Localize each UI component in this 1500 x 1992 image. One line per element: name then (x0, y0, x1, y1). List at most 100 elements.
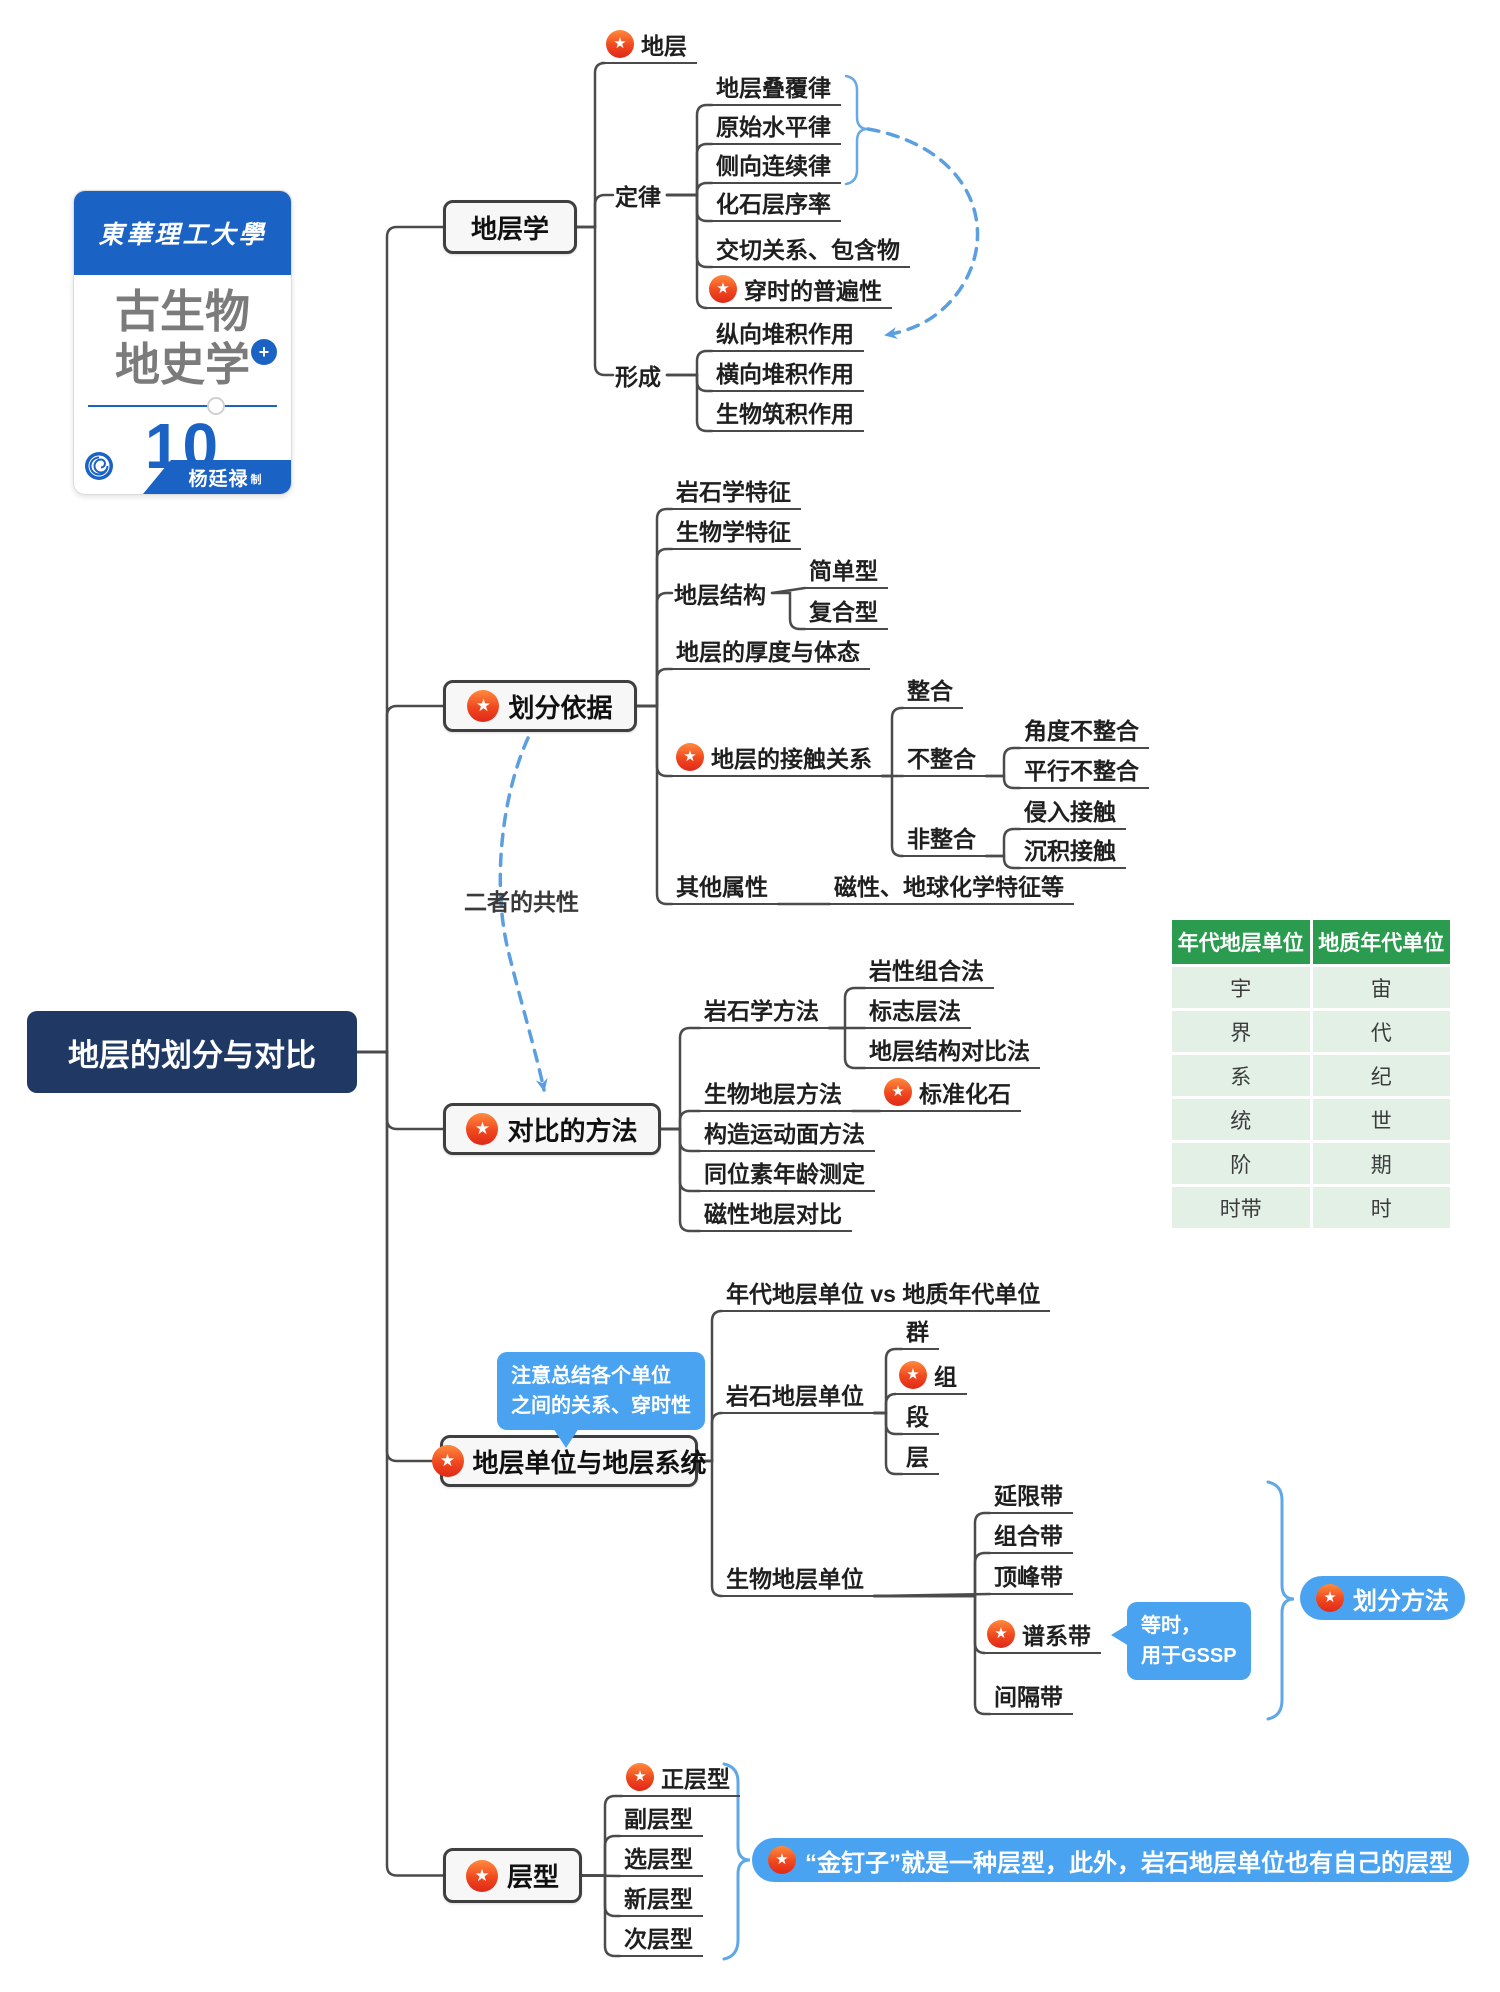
label-formation[interactable]: 形成 (615, 364, 661, 390)
root-node[interactable]: 地层的划分与对比 (27, 1011, 357, 1093)
leaf-law-original-horizontality[interactable]: 原始水平律 (712, 109, 841, 145)
leaf-lateral-accretion[interactable]: 横向堆积作用 (712, 356, 864, 392)
leaf-isotope-dating[interactable]: 同位素年龄测定 (700, 1156, 875, 1192)
branch-connector (659, 1109, 702, 1131)
label-laws[interactable]: 定律 (615, 184, 661, 210)
leaf-law-superposition[interactable]: 地层叠覆律 (712, 70, 841, 106)
table-cell: 阶 (1172, 1143, 1310, 1184)
leaf-thickness-shape[interactable]: 地层的厚度与体态 (672, 634, 870, 670)
leaf-acme-zone[interactable]: 顶峰带 (990, 1559, 1073, 1595)
leaf-formation-unit[interactable]: 组 (895, 1359, 967, 1395)
branch-connector (355, 704, 445, 1054)
callout-isochronous-note[interactable]: 等时， 用于GSSP (1111, 1602, 1251, 1680)
node-division-basis[interactable]: 划分依据 (443, 680, 637, 732)
leaf-chrono-vs-geochron[interactable]: 年代地层单位 vs 地质年代单位 (722, 1276, 1051, 1312)
branch-connector (872, 1347, 904, 1415)
leaf-nonconformity[interactable]: 非整合 (903, 821, 986, 857)
leaf-biologic-features[interactable]: 生物学特征 (672, 514, 801, 550)
leaf-angular-unconformity[interactable]: 角度不整合 (1020, 713, 1149, 749)
leaf-composite-type[interactable]: 复合型 (805, 594, 888, 630)
branch-connector (635, 591, 674, 708)
leaf-lithologic-features[interactable]: 岩石学特征 (672, 474, 801, 510)
callout-units-note[interactable]: 注意总结各个单位 之间的关系、穿时性 (497, 1352, 705, 1448)
star-icon (431, 1445, 464, 1477)
node-correlation-methods[interactable]: 对比的方法 (443, 1103, 661, 1155)
star-icon (709, 275, 737, 303)
branch-connector (635, 704, 674, 906)
branch-connector (696, 1459, 724, 1598)
star-icon (626, 1763, 654, 1791)
node-stratotype[interactable]: 层型 (443, 1848, 582, 1903)
leaf-diachronism[interactable]: 穿时的普遍性 (705, 273, 892, 309)
star-icon (676, 743, 704, 771)
star-icon (465, 1859, 498, 1892)
leaf-index-fossil[interactable]: 标准化石 (880, 1076, 1021, 1112)
leaf-member-unit[interactable]: 段 (902, 1399, 939, 1435)
leaf-lithostrat-unit[interactable]: 岩石地层单位 (722, 1378, 874, 1414)
leaf-unconformity[interactable]: 不整合 (903, 741, 986, 777)
leaf-lineage-zone[interactable]: 谱系带 (983, 1618, 1101, 1654)
branch-connector (880, 706, 905, 778)
node-label: 层型 (506, 1862, 559, 1892)
leaf-biologic-buildup[interactable]: 生物筑积作用 (712, 396, 864, 432)
branch-connector (665, 193, 708, 310)
table-cell: 宇 (1172, 967, 1310, 1008)
leaf-intrusive-contact[interactable]: 侵入接触 (1020, 794, 1126, 830)
branch-connector (659, 1127, 702, 1233)
unit-comparison-table: 年代地层单位 地质年代单位 宇 宙 界 代 系 纪 统 世 阶 期 时带 时 (1172, 920, 1450, 1228)
pill-golden-spike-note[interactable]: “金钉子”就是一种层型，此外，岩石地层单位也有自己的层型 (752, 1838, 1469, 1882)
star-icon (1316, 1584, 1344, 1612)
branch-connector (635, 667, 674, 708)
leaf-hypostratotype[interactable]: 次层型 (620, 1921, 703, 1957)
branch-connector (665, 193, 714, 269)
node-stratigraphy[interactable]: 地层学 (443, 200, 577, 254)
leaf-neostratotype[interactable]: 新层型 (620, 1881, 703, 1917)
star-icon (899, 1361, 927, 1389)
leaf-assemblage-zone[interactable]: 组合带 (990, 1518, 1073, 1554)
leaf-tectonic-surface-method[interactable]: 构造运动面方法 (700, 1116, 875, 1152)
leaf-lithologic-assemblage[interactable]: 岩性组合法 (865, 953, 994, 989)
leaf-magnetostratigraphy[interactable]: 磁性地层对比 (700, 1196, 852, 1232)
branch-connector (580, 1874, 622, 1918)
branch-connector (355, 225, 445, 1054)
leaf-conformity[interactable]: 整合 (903, 673, 963, 709)
leaf-law-fossil-succession[interactable]: 化石层序率 (712, 186, 841, 222)
leaf-biostrat-method[interactable]: 生物地层方法 (700, 1076, 852, 1112)
pill-division-methods[interactable]: 划分方法 (1300, 1576, 1465, 1620)
leaf-other-properties[interactable]: 其他属性 (672, 869, 778, 905)
leaf-range-zone[interactable]: 延限带 (990, 1478, 1073, 1514)
leaf-lectostratotype[interactable]: 选层型 (620, 1841, 703, 1877)
branch-connector (872, 1594, 986, 1655)
branch-connector (696, 1309, 724, 1463)
leaf-crosscutting-inclusions[interactable]: 交切关系、包含物 (712, 232, 910, 268)
leaf-group-unit[interactable]: 群 (902, 1314, 939, 1350)
leaf-parallel-unconformity[interactable]: 平行不整合 (1020, 753, 1149, 789)
leaf-vertical-accretion[interactable]: 纵向堆积作用 (712, 316, 864, 352)
leaf-holostratotype[interactable]: 正层型 (622, 1761, 740, 1797)
leaf-parastratotype[interactable]: 副层型 (620, 1801, 703, 1837)
leaf-bed-unit[interactable]: 层 (902, 1439, 939, 1475)
leaf-magnetic-geochemical[interactable]: 磁性、地球化学特征等 (830, 869, 1074, 905)
node-label: 划分依据 (508, 692, 613, 723)
leaf-marker-bed[interactable]: 标志层法 (865, 993, 971, 1029)
leaf-contact-relations[interactable]: 地层的接触关系 (672, 741, 882, 777)
node-label: 对比的方法 (507, 1115, 638, 1146)
branch-connector (580, 1794, 624, 1877)
branch-connector (665, 103, 714, 197)
leaf-simple-type[interactable]: 简单型 (805, 553, 888, 589)
leaf-interval-zone[interactable]: 间隔带 (990, 1679, 1073, 1715)
branch-connector (355, 1050, 445, 1131)
branch-connector (635, 704, 674, 778)
branch-connector (355, 1050, 442, 1463)
leaf-structure-correlation[interactable]: 地层结构对比法 (865, 1033, 1040, 1069)
table-cell: 时 (1312, 1187, 1450, 1228)
table-cell: 统 (1172, 1099, 1310, 1140)
leaf-lithologic-method[interactable]: 岩石学方法 (700, 993, 829, 1029)
node-units-systems[interactable]: 地层单位与地层系统 (431, 1435, 707, 1487)
branch-connector (665, 193, 714, 223)
leaf-biostrat-unit[interactable]: 生物地层单位 (722, 1561, 874, 1597)
leaf-sedimentary-contact[interactable]: 沉积接触 (1020, 833, 1126, 869)
leaf-stratum[interactable]: 地层 (602, 28, 697, 64)
leaf-law-lateral-continuity[interactable]: 侧向连续律 (712, 148, 841, 184)
label-stratum-structure[interactable]: 地层结构 (674, 582, 766, 608)
